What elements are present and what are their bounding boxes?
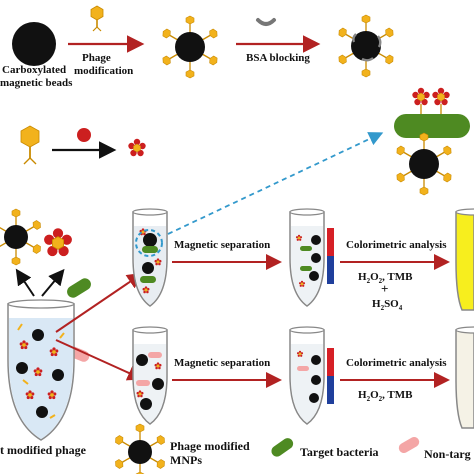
phage-label-1: Phage: [82, 52, 111, 64]
separated-tube-bottom: [289, 326, 325, 425]
carboxylated-bead: [12, 22, 56, 66]
separated-tube-top: [289, 208, 325, 307]
arrow-mix-left: [15, 268, 35, 297]
arrow-to-target-tube: [55, 272, 144, 333]
mixing-enzyme-phage: [43, 227, 73, 257]
colorimetric-bottom-label: Colorimetric analysis: [346, 357, 447, 369]
target-bacteria-sample: [67, 278, 91, 298]
bsa-icon: [256, 18, 276, 26]
mixing-mnp: [0, 208, 43, 266]
legend-mnp-icon: [113, 423, 167, 474]
nontarget-tube: [132, 326, 168, 425]
target-tube: [132, 208, 168, 307]
sample-tube: [7, 299, 75, 441]
magnetic-separation-bottom-label: Magnetic separation: [174, 357, 270, 369]
zoom-dashed-arrow: [167, 132, 384, 235]
legend-modified-phage: t modified phage: [0, 443, 87, 457]
arrow-to-nontarget-tube: [55, 339, 144, 381]
reagent-top-plus: +: [381, 281, 388, 296]
carboxylated-label-2: magnetic beads: [0, 77, 73, 89]
captured-complex: [394, 87, 470, 196]
bsa-label: BSA blocking: [246, 52, 310, 64]
enzyme-labeled-phage: [128, 138, 146, 157]
magnetic-separation-top-label: Magnetic separation: [174, 239, 270, 251]
legend-phage-mnps-1: Phage modified: [170, 439, 250, 453]
legend-target-bacteria: Target bacteria: [300, 445, 379, 459]
legend-phage-mnps-2: MNPs: [170, 453, 202, 467]
reagent-top-line1: H2O2, TMB: [358, 271, 413, 285]
arrow-mix-right: [41, 268, 65, 297]
reagent-top-line3: H2SO4: [372, 298, 403, 312]
result-tube-blank: [455, 326, 474, 429]
colorimetric-top-label: Colorimetric analysis: [346, 239, 447, 251]
phage-icon: [90, 5, 104, 32]
legend-non-target: Non-targ: [424, 447, 471, 461]
result-tube-yellow: [455, 208, 474, 311]
magnet-bottom: [327, 348, 334, 404]
reagent-bottom-line: H2O2, TMB: [358, 389, 413, 403]
blocked-phage-mnp: [336, 14, 396, 78]
legend-non-target-icon: [398, 437, 420, 453]
enzyme-icon: [77, 128, 91, 142]
magnet-top: [327, 228, 334, 284]
phage-label-2: modification: [74, 65, 133, 77]
carboxylated-label-1: Carboxylated: [2, 64, 66, 76]
phage-modified-mnp-1: [160, 15, 220, 79]
legend-target-bacteria-icon: [271, 438, 294, 457]
phage-icon-row2: [20, 125, 40, 165]
